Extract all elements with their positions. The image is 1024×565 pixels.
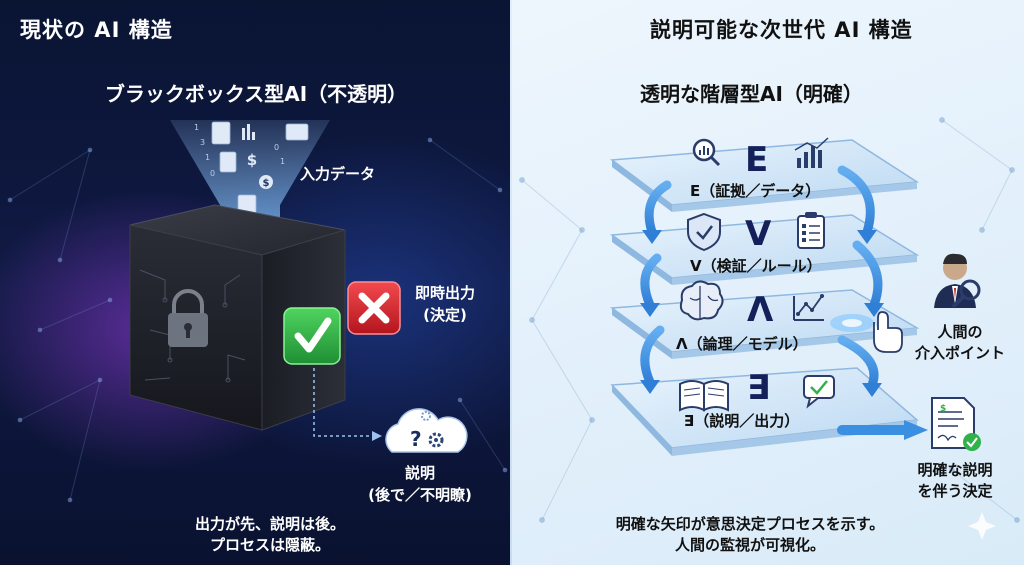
explanation-label-line2: (後で／不明瞭) bbox=[368, 486, 472, 504]
layer-symbol-e: E bbox=[745, 140, 769, 180]
output-label-line1: 即時出力 bbox=[414, 284, 475, 302]
right-panel bbox=[512, 0, 1024, 565]
black-box-diagram: $ $ 131 010 ? bbox=[129, 120, 468, 453]
human-expert-icon bbox=[934, 253, 981, 309]
sparkle-icon bbox=[968, 512, 996, 540]
output-label-line2: (決定) bbox=[423, 306, 467, 324]
flow-arrowheads bbox=[640, 230, 884, 397]
svg-text:1: 1 bbox=[280, 157, 285, 166]
layer-label-exists: ∃（説明／出力） bbox=[684, 412, 800, 430]
check-icon bbox=[283, 307, 341, 365]
explanation-label-line1: 説明 bbox=[404, 464, 435, 482]
clipboard-checklist-icon bbox=[797, 212, 825, 249]
explanation-label: 説明 (後で／不明瞭) bbox=[345, 462, 495, 506]
svg-text:$: $ bbox=[940, 404, 946, 414]
svg-text:1: 1 bbox=[205, 153, 210, 162]
svg-text:$: $ bbox=[247, 151, 257, 169]
gear-icon bbox=[421, 411, 444, 448]
bar-chart-icon bbox=[794, 137, 829, 168]
svg-text:3: 3 bbox=[200, 138, 205, 147]
right-caption-line1: 明確な矢印が意思決定プロセスを示す。 bbox=[615, 515, 885, 533]
shield-check-icon bbox=[687, 212, 721, 252]
left-subtitle: ブラックボックス型AI（不透明） bbox=[104, 82, 408, 106]
input-arrow bbox=[170, 120, 330, 252]
question-cloud-icon: ? bbox=[385, 408, 468, 453]
layer-plate-e bbox=[609, 139, 920, 212]
output-arrow bbox=[837, 420, 928, 440]
layer-symbol-v: V bbox=[745, 214, 772, 254]
binary-digits: 131 010 bbox=[194, 123, 285, 178]
layer-label-v: V（検証／ルール） bbox=[690, 257, 822, 275]
left-caption: 出力が先、説明は後。 プロセスは隠蔽。 bbox=[120, 514, 420, 556]
layered-ai-diagram: $ bbox=[609, 137, 996, 540]
left-network-bg bbox=[7, 137, 508, 503]
layer-label-lambda: Λ（論理／モデル） bbox=[676, 335, 808, 353]
svg-text:0: 0 bbox=[210, 169, 215, 178]
flow-arrows bbox=[640, 165, 883, 390]
magnifier-chart-icon bbox=[692, 138, 721, 167]
svg-text:$: $ bbox=[263, 178, 270, 189]
layer-label-e: E（証拠／データ） bbox=[690, 182, 821, 200]
panel-divider bbox=[510, 0, 513, 565]
explanation-connector bbox=[313, 368, 372, 437]
decision-label: 明確な説明 を伴う決定 bbox=[900, 460, 1010, 502]
output-label: 即時出力 (決定) bbox=[400, 282, 490, 326]
layer-symbol-lambda: Λ bbox=[747, 290, 774, 330]
chat-check-icon bbox=[803, 375, 835, 409]
right-title: 説明可能な次世代 AI 構造 bbox=[650, 18, 913, 42]
intervention-glow bbox=[830, 314, 874, 332]
svg-text:?: ? bbox=[410, 427, 422, 451]
left-title: 現状の AI 構造 bbox=[20, 18, 173, 42]
right-caption-line2: 人間の監視が可視化。 bbox=[674, 536, 825, 554]
dollar-icons: $ $ bbox=[247, 151, 273, 189]
svg-text:0: 0 bbox=[274, 143, 279, 152]
input-data-label: 入力データ bbox=[300, 165, 376, 183]
data-chart-icon bbox=[242, 124, 255, 140]
lock-icon bbox=[168, 289, 208, 347]
cross-icon bbox=[347, 281, 401, 335]
decision-document-icon: $ bbox=[931, 397, 981, 451]
svg-text:1: 1 bbox=[194, 123, 199, 132]
hand-pointer-icon bbox=[873, 311, 903, 353]
brain-icon bbox=[679, 280, 724, 321]
right-network-bg bbox=[519, 117, 1020, 523]
human-intervention-line2: 介入ポイント bbox=[914, 344, 1005, 362]
right-caption: 明確な矢印が意思決定プロセスを示す。 人間の監視が可視化。 bbox=[560, 514, 940, 556]
open-book-icon bbox=[679, 380, 729, 412]
decision-label-line1: 明確な説明 bbox=[917, 461, 993, 479]
scatter-trend-icon bbox=[793, 294, 824, 321]
left-caption-line1: 出力が先、説明は後。 bbox=[194, 515, 345, 533]
human-intervention-label: 人間の 介入ポイント bbox=[900, 322, 1020, 364]
left-caption-line2: プロセスは隠蔽。 bbox=[209, 536, 330, 554]
layer-symbol-exists: ∃ bbox=[747, 368, 771, 408]
decision-label-line2: を伴う決定 bbox=[917, 482, 993, 500]
human-intervention-line1: 人間の bbox=[937, 323, 983, 341]
right-subtitle: 透明な階層型AI（明確） bbox=[640, 82, 863, 106]
